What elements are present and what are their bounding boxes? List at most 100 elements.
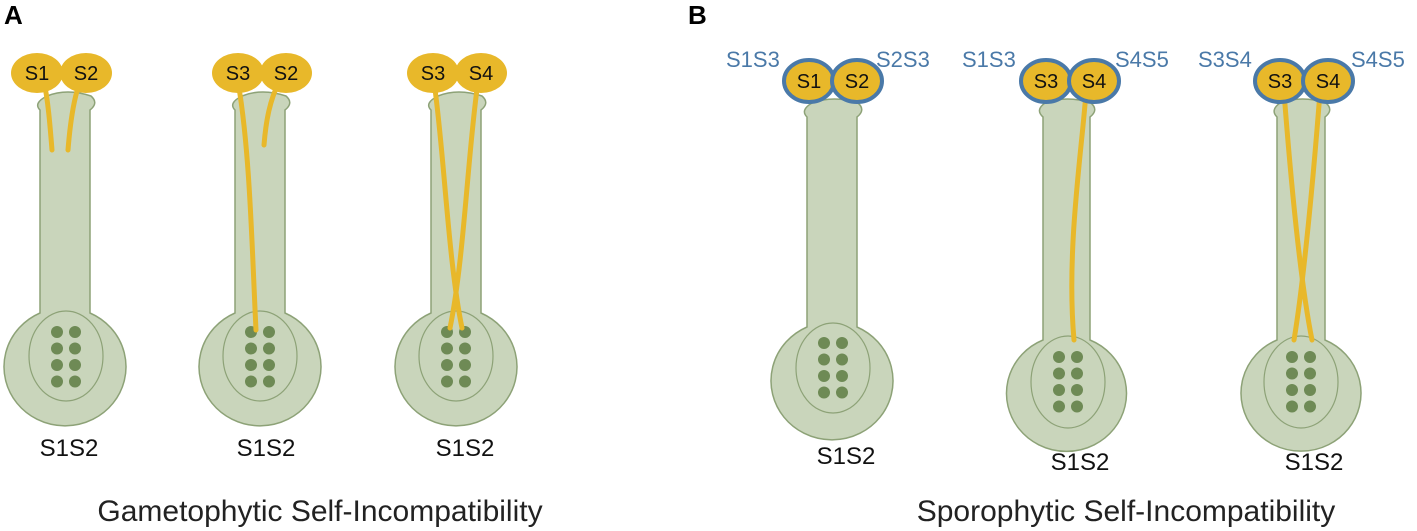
ovules: [441, 326, 471, 388]
pollen-grain: [212, 53, 264, 93]
ovule: [51, 342, 63, 355]
ovule: [836, 353, 848, 366]
ovules: [51, 326, 81, 388]
pistil-b3: S3 S4 S3S4 S4S5 S1S2: [1198, 47, 1405, 476]
pollen-parent-label: S1S3: [726, 47, 780, 72]
pistil-genotype: S1S2: [1285, 449, 1344, 476]
pistil-genotype: S1S2: [237, 435, 296, 462]
pollen-label: S3: [226, 63, 250, 85]
pistil-genotype: S1S2: [817, 443, 876, 470]
ovule: [51, 375, 63, 388]
pollen-tube: [1281, 89, 1315, 343]
pollen-label: S2: [845, 71, 869, 93]
ovule: [1071, 351, 1083, 363]
ovule: [1053, 400, 1065, 413]
pollen-grain: [11, 53, 63, 93]
pistil-body: [770, 98, 894, 441]
pollen-tube: [1069, 89, 1089, 343]
pistil-b2: S3 S4 S1S3 S4S5 S1S2: [962, 47, 1169, 476]
pistil-body: [198, 91, 322, 427]
pollen-label: S2: [274, 63, 298, 85]
ovule: [818, 337, 830, 349]
panel-b-caption: Sporophytic Self-Incompatibility: [917, 495, 1336, 528]
pistil-body: [3, 91, 127, 427]
pollen-parent-label: S4S5: [1115, 47, 1169, 72]
ovule: [1071, 384, 1083, 396]
pollen-parent-label: S1S3: [962, 47, 1016, 72]
ovule: [1071, 400, 1083, 413]
pollen-grain: [60, 53, 112, 93]
pollen-tube: [235, 79, 259, 333]
pistil-a3: S3 S4 S1S2: [394, 53, 518, 462]
ovules: [1286, 351, 1316, 413]
pollen-grain: [830, 58, 884, 104]
ovule: [263, 342, 275, 355]
pistil-body: [394, 91, 518, 427]
panel-b-letter: B: [688, 0, 707, 30]
ovule: [459, 375, 471, 388]
pollen-tube: [1291, 89, 1323, 343]
pollen-grain: [1067, 58, 1121, 104]
ovules: [818, 337, 848, 399]
pollen-grain: [1301, 58, 1355, 104]
ovule: [441, 342, 453, 355]
ovule: [836, 386, 848, 399]
pollen-grain: [260, 53, 312, 93]
pistil-genotype: S1S2: [1051, 449, 1110, 476]
ovary-inner: [222, 310, 298, 402]
ovule: [818, 370, 830, 382]
pollen-label: S4: [1316, 71, 1340, 93]
ovary-inner: [1263, 335, 1339, 429]
ovule: [51, 326, 63, 338]
pollen-label: S1: [25, 63, 49, 85]
ovule: [1053, 351, 1065, 363]
ovules: [245, 326, 275, 388]
ovule: [245, 375, 257, 388]
ovule: [69, 359, 81, 371]
pollen-parent-label: S3S4: [1198, 47, 1252, 72]
pollen-label: S3: [1034, 71, 1058, 93]
pistil-genotype: S1S2: [436, 435, 495, 462]
ovule: [263, 375, 275, 388]
pollen-label: S4: [1082, 71, 1106, 93]
ovule: [245, 342, 257, 355]
ovule: [1286, 384, 1298, 396]
ovule: [1304, 367, 1316, 380]
pistil-a2: S3 S2 S1S2: [198, 53, 322, 462]
ovule: [459, 342, 471, 355]
panel-a-caption: Gametophytic Self-Incompatibility: [97, 495, 542, 528]
ovule: [818, 386, 830, 399]
pollen-parent-label: S2S3: [876, 47, 930, 72]
ovule: [1304, 384, 1316, 396]
ovule: [69, 375, 81, 388]
ovule: [1053, 384, 1065, 396]
pistil-b1: S1 S2 S1S3 S2S3 S1S2: [726, 47, 930, 470]
ovule: [459, 359, 471, 371]
pollen-label: S1: [797, 71, 821, 93]
ovule: [51, 359, 63, 371]
pollen-label: S3: [421, 63, 445, 85]
ovule: [1304, 351, 1316, 363]
ovule: [441, 359, 453, 371]
pollen-grain: [407, 53, 459, 93]
ovule: [263, 359, 275, 371]
ovule: [69, 342, 81, 355]
pistil-a1: S1 S2 S1S2: [3, 53, 127, 462]
ovary-inner: [28, 310, 104, 402]
pollen-label: S3: [1268, 71, 1292, 93]
pistil-body: [1005, 98, 1128, 453]
pollen-parent-label: S4S5: [1351, 47, 1405, 72]
ovule: [1286, 400, 1298, 413]
ovule: [441, 375, 453, 388]
ovule: [1304, 400, 1316, 413]
ovary-inner: [1030, 335, 1106, 429]
ovule: [263, 326, 275, 338]
ovule: [1286, 351, 1298, 363]
ovary-inner: [795, 322, 871, 414]
ovule: [818, 353, 830, 366]
pollen-grain: [455, 53, 507, 93]
pistil-genotype: S1S2: [40, 435, 99, 462]
ovule: [836, 337, 848, 349]
ovule: [1053, 367, 1065, 380]
